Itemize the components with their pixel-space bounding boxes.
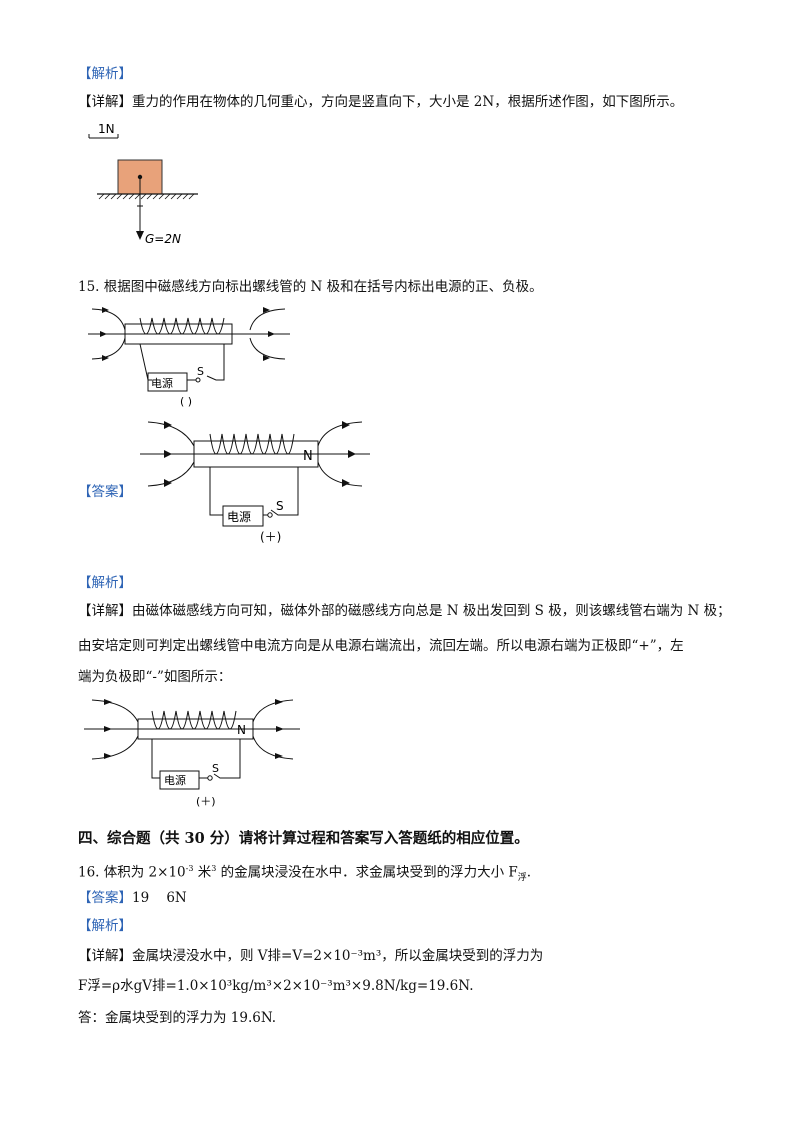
switch-label: S: [276, 499, 284, 513]
detail-text: 由磁体磁感线方向可知，磁体外部的磁感线方向总是 N 极出发回到 S 极，则该螺线…: [132, 603, 731, 619]
solenoid-answer-diagram: N 电源 S (＋): [140, 421, 370, 544]
answer-line-2: 【答案】19 6N: [78, 888, 187, 908]
detail-text: 金属块浸没水中，则 V排=V=2×10⁻³m³，所以金属块受到的浮力为: [132, 948, 544, 964]
detail-2-line-3: 端为负极即“-”如图所示：: [78, 669, 232, 685]
pole-label: N: [303, 449, 313, 464]
question-15: 15. 根据图中磁感线方向标出螺线管的 N 极和在括号内标出电源的正、负极。: [78, 279, 543, 295]
source-label: 电源: [164, 773, 186, 787]
solenoid-question-diagram: 电源 S ( ): [88, 307, 290, 408]
solenoid-explanation-diagram: N 电源 S (＋): [84, 699, 300, 808]
answer-2: 19 6N: [132, 890, 187, 906]
analysis-tag-2: 【解析】: [78, 575, 132, 591]
part-4-heading: 四、综合题（共 30 分）请将计算过程和答案写入答题纸的相应位置。: [78, 830, 529, 847]
q16-pre: 16. 体积为 2×10: [78, 864, 186, 881]
q16-mid: 米: [193, 864, 212, 881]
source-label: 电源: [151, 376, 173, 390]
detail-3-line-2: F浮=ρ水gV排=1.0×10³kg/m³×2×10⁻³m³×9.8N/kg=1…: [78, 978, 474, 994]
detail-tag: 【详解】: [78, 94, 132, 110]
detail-text: 重力的作用在物体的几何重心，方向是竖直向下，大小是 2N，根据所述作图，如下图所…: [132, 94, 684, 110]
analysis-tag-3: 【解析】: [78, 918, 132, 934]
bracket: (＋): [260, 530, 281, 544]
bracket: (＋): [196, 795, 216, 808]
q16-exp: -3: [185, 864, 194, 873]
analysis-tag: 【解析】: [78, 66, 132, 82]
detail-2-line-2: 由安培定则可判定出螺线管中电流方向是从电源右端流出，流回左端。所以电源右端为正极…: [78, 638, 684, 654]
ground-hatching: [98, 193, 195, 200]
pole-label: N: [237, 723, 246, 737]
answer-tag-2: 【答案】: [78, 890, 132, 906]
final-answer: 答：金属块受到的浮力为 19.6N.: [78, 1010, 277, 1026]
bracket: ( ): [180, 395, 192, 408]
scale-label: 1N: [98, 122, 115, 136]
q16-exp2: 3: [211, 864, 217, 873]
detail-tag: 【详解】: [78, 948, 132, 964]
question-16: 16. 体积为 2×10-3 米3 的金属块浸没在水中．求金属块受到的浮力大小 …: [78, 859, 531, 888]
gravity-arrow-head: [136, 231, 144, 240]
switch-label: S: [197, 365, 204, 378]
q16-sub: 浮: [517, 873, 527, 884]
q16-post: 的金属块浸没在水中．求金属块受到的浮力大小 F: [216, 864, 518, 881]
source-label: 电源: [227, 510, 251, 524]
detail-3-line-1: 【详解】金属块浸没水中，则 V排=V=2×10⁻³m³，所以金属块受到的浮力为: [78, 946, 543, 966]
detail-tag: 【详解】: [78, 603, 132, 619]
answer-tag: 【答案】: [78, 484, 132, 500]
gravity-diagram: 1N G=2N: [88, 122, 198, 246]
detail-paragraph: 【详解】重力的作用在物体的几何重心，方向是竖直向下，大小是 2N，根据所述作图，…: [78, 92, 683, 112]
detail-2-line-1: 【详解】由磁体磁感线方向可知，磁体外部的磁感线方向总是 N 极出发回到 S 极，…: [78, 601, 731, 621]
q16-end: .: [526, 864, 532, 881]
force-label: G=2N: [145, 232, 181, 246]
switch-label: S: [212, 762, 219, 775]
